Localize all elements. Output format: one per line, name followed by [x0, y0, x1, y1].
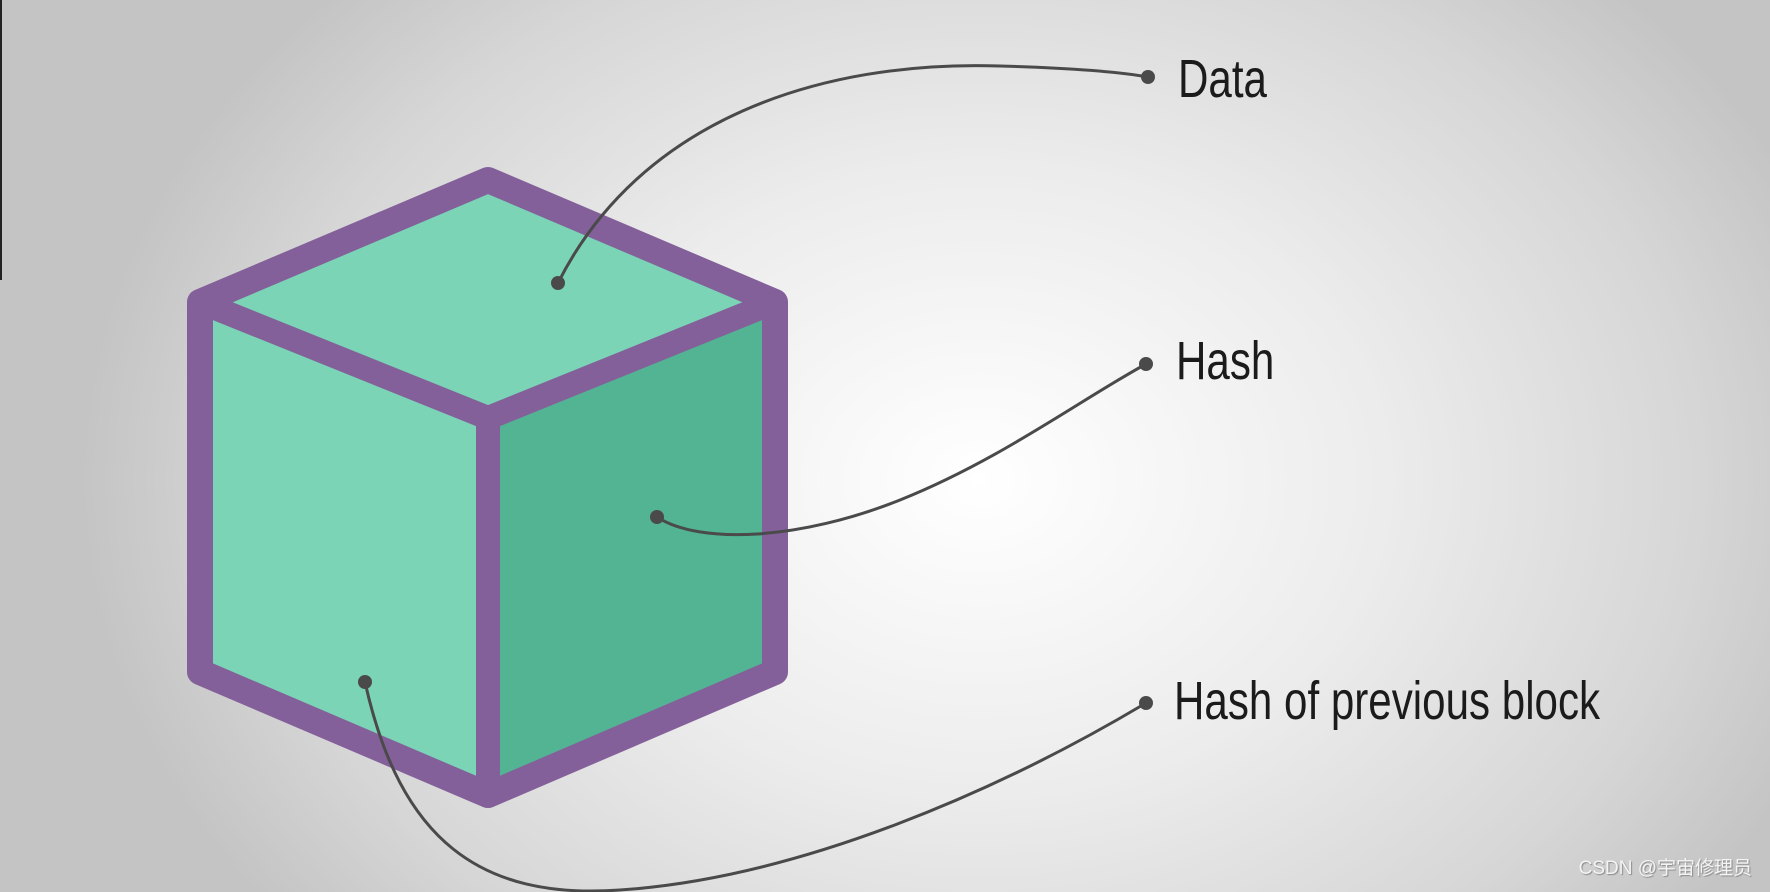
connector-prev-hash [363, 681, 1147, 892]
cube-left-face [200, 302, 488, 795]
connector-data [556, 64, 1149, 284]
block-cube [187, 167, 788, 808]
dot-data-label [1141, 70, 1155, 84]
label-data: Data [1178, 49, 1267, 109]
connector-hash [656, 362, 1147, 537]
label-hash: Hash [1176, 331, 1275, 391]
dot-data-cube [551, 276, 565, 290]
left-edge-strip [0, 0, 2, 280]
dot-hash-cube [650, 510, 664, 524]
dot-prev-cube [358, 675, 372, 689]
dot-prev-label [1139, 696, 1153, 710]
watermark: CSDN @宇宙修理员 [1578, 858, 1752, 879]
label-prev-hash: Hash of previous block [1174, 671, 1601, 731]
cube-right-face [488, 302, 775, 795]
dot-hash-label [1139, 357, 1153, 371]
